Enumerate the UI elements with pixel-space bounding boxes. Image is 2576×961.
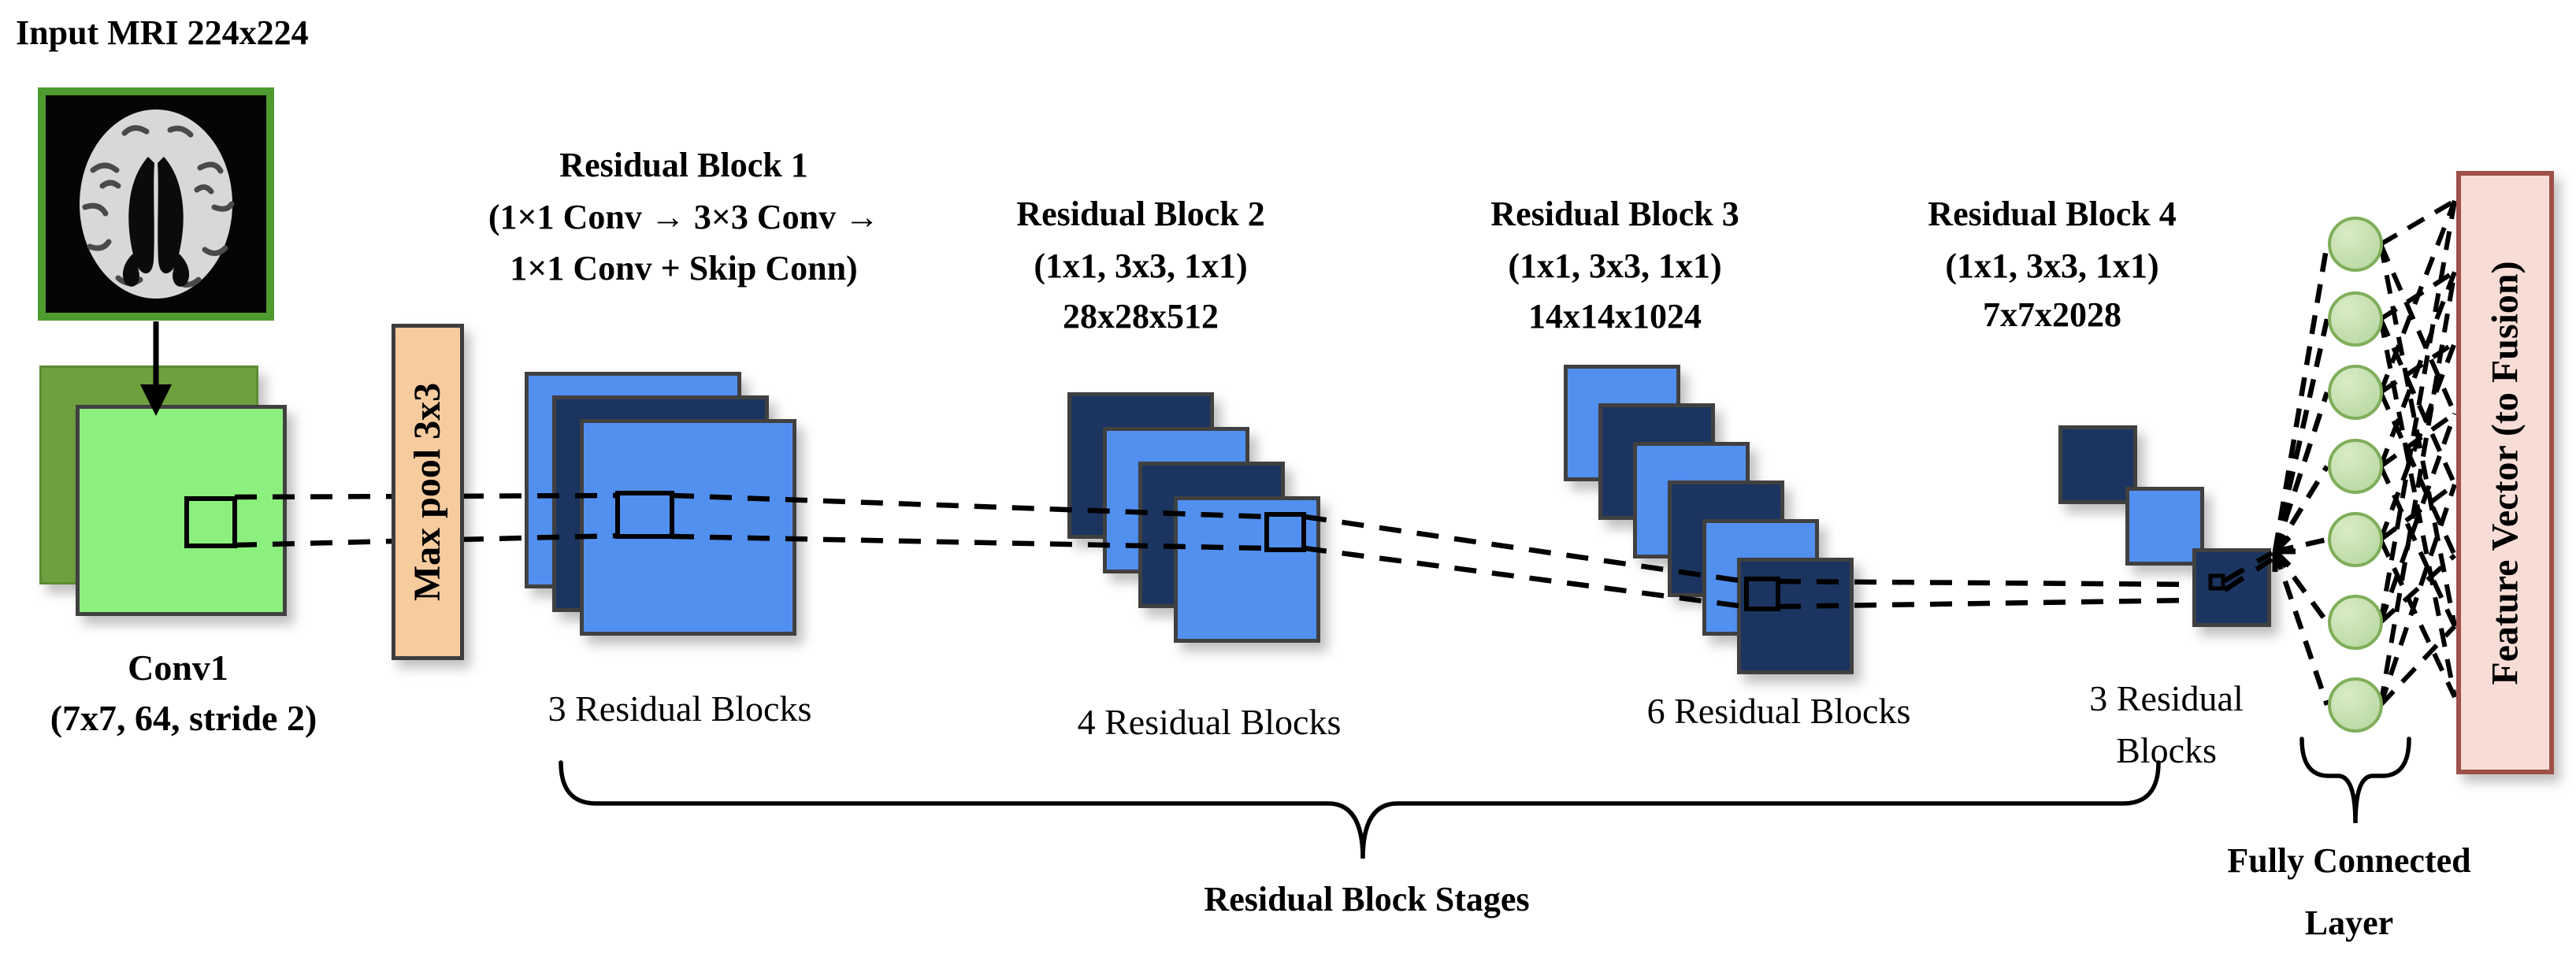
- brain-scan-graphic: [46, 95, 266, 313]
- stage-1-count-line-1: 3 Residual Blocks: [547, 688, 812, 729]
- stage-1-header-line-1: Residual Block 1: [559, 146, 808, 184]
- conv1-label: Conv1: [128, 647, 228, 688]
- conv1-front-square: [76, 405, 287, 616]
- stage-4-count-line-2: Blocks: [2116, 730, 2217, 770]
- stage-1-header-line-2: (1×1 Conv → 3×3 Conv →: [488, 198, 880, 236]
- fully-connected-label-line2: Layer: [2304, 903, 2394, 942]
- stage-2-header-line-3: 28x28x512: [1063, 297, 1219, 336]
- stage-3-header-line-3: 14x14x1024: [1528, 297, 1702, 336]
- feature-vector-label: Feature Vector (to Fusion): [2484, 260, 2526, 685]
- fully-connected-label-line1: Fully Connected: [2227, 841, 2471, 880]
- stage-3-layer-6-square: [1737, 558, 1854, 674]
- stage-4-layer-2-square: [2125, 487, 2204, 566]
- input-mri-image: [38, 87, 274, 321]
- stage-1-header-line-3: 1×1 Conv + Skip Conn): [510, 249, 858, 288]
- stage-3-header-line-2: (1x1, 3x3, 1x1): [1508, 247, 1722, 285]
- stage-4-layer-3-square: [2192, 548, 2271, 627]
- stage-2-header-line-1: Residual Block 2: [1016, 195, 1265, 233]
- stage-4-header-line-1: Residual Block 4: [1928, 195, 2177, 233]
- maxpool-box: Max pool 3x3: [392, 324, 464, 660]
- feature-vector-box: Feature Vector (to Fusion): [2456, 171, 2554, 774]
- residual-block-stages-label: Residual Block Stages: [1204, 880, 1530, 918]
- stage-4-count-line-1: 3 Residual: [2089, 678, 2244, 718]
- stage-4-header-line-2: (1x1, 3x3, 1x1): [1945, 247, 2159, 285]
- stage-2-header-line-2: (1x1, 3x3, 1x1): [1034, 247, 1248, 285]
- stage-2-layer-4-square: [1174, 496, 1320, 643]
- stage-3-count-line-1: 6 Residual Blocks: [1646, 691, 1911, 731]
- maxpool-label: Max pool 3x3: [406, 382, 449, 602]
- conv1-sublabel: (7x7, 64, stride 2): [50, 698, 317, 738]
- diagram-title: Input MRI 224x224: [16, 13, 309, 52]
- stage-2-count-line-1: 4 Residual Blocks: [1077, 702, 1342, 742]
- stage-4-layer-1-square: [2058, 425, 2137, 504]
- stage-1-layer-3-square: [580, 419, 796, 636]
- stage-3-header-line-1: Residual Block 3: [1490, 195, 1739, 233]
- stage-4-header-line-3: 7x7x2028: [1983, 295, 2121, 334]
